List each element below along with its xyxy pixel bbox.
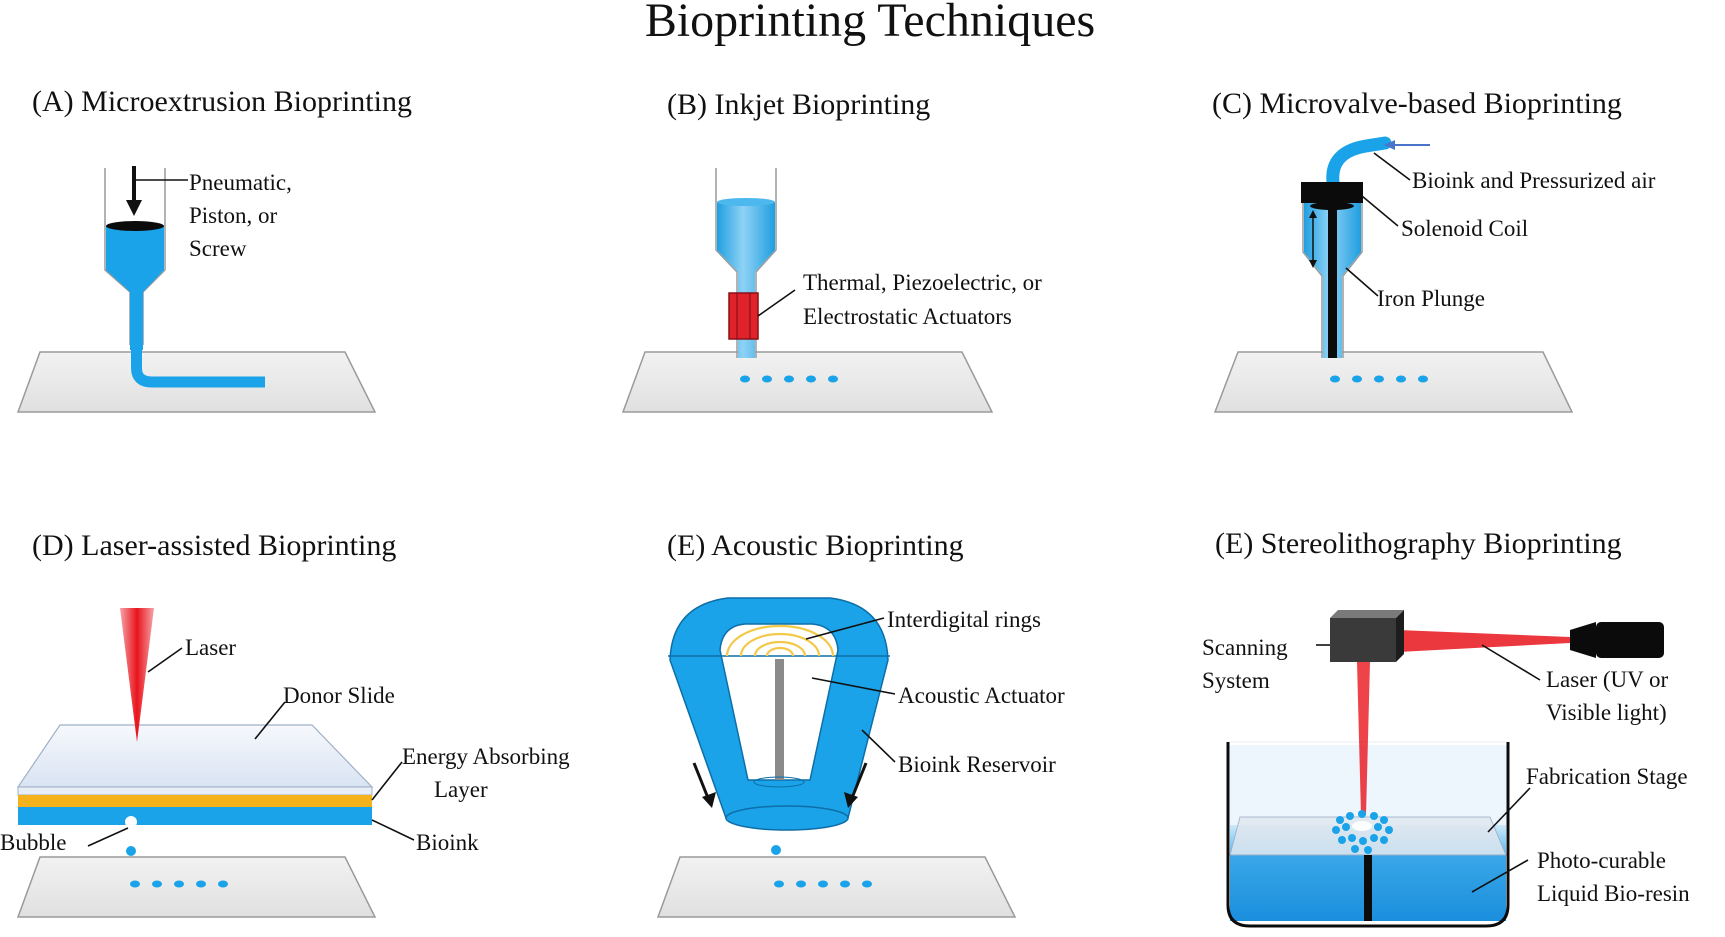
- label-absorbing-2: Layer: [434, 777, 488, 802]
- panel-c-microvalve: Bioink and Pressurized air Solenoid Coil…: [1213, 136, 1656, 413]
- bubble: [125, 816, 137, 828]
- reservoir-leader: [861, 729, 896, 763]
- piston-head: [106, 221, 164, 231]
- extruded-filament: [131, 345, 265, 388]
- laser-beam: [120, 608, 154, 742]
- energy-absorbing-layer: [18, 795, 372, 807]
- stage-shaft: [1364, 855, 1372, 921]
- panel-f-title: (E) Stereolithography Bioprinting: [1215, 527, 1622, 560]
- printed-droplets: [130, 880, 228, 888]
- label-resin-2: Liquid Bio-resin: [1537, 881, 1690, 906]
- printed-droplets: [1330, 375, 1428, 383]
- label-stage: Fabrication Stage: [1526, 764, 1688, 789]
- absorbing-leader: [371, 761, 403, 801]
- label-actuator: Acoustic Actuator: [898, 683, 1065, 708]
- label-reservoir: Bioink Reservoir: [898, 752, 1056, 777]
- feed-leader: [1373, 152, 1411, 181]
- panel-b-inkjet: Thermal, Piezoelectric, or Electrostatic…: [621, 168, 1042, 413]
- label-resin-1: Photo-curable: [1537, 848, 1666, 873]
- fabrication-stage: [1229, 816, 1507, 856]
- bioink-reservoir: [106, 226, 164, 350]
- pressure-arrow-head: [126, 200, 142, 216]
- panel-d-laser-assisted: Laser Donor Slide Energy Absorbing Layer…: [0, 608, 570, 918]
- panel-a-title: (A) Microextrusion Bioprinting: [32, 85, 412, 118]
- label-mechanism-1: Pneumatic,: [189, 170, 292, 195]
- resin-leader: [1471, 859, 1529, 893]
- ejected-droplet: [771, 845, 781, 855]
- ejected-droplet: [126, 846, 136, 856]
- laser-beam-horizontal: [1398, 630, 1570, 652]
- label-feed: Bioink and Pressurized air: [1412, 168, 1656, 193]
- print-slide: [621, 351, 994, 413]
- label-actuator-1: Thermal, Piezoelectric, or: [803, 270, 1042, 295]
- label-absorbing-1: Energy Absorbing: [402, 744, 570, 769]
- label-rings: Interdigital rings: [887, 607, 1041, 632]
- label-mechanism-3: Screw: [189, 236, 247, 261]
- panel-e-acoustic: Interdigital rings Acoustic Actuator Bio…: [656, 597, 1065, 918]
- plunger-leader: [1345, 267, 1379, 297]
- interdigital-rings: [725, 624, 835, 657]
- cured-bioink-cluster: [1332, 810, 1393, 854]
- bioink-reservoir: [717, 202, 775, 358]
- donor-leader: [254, 701, 286, 740]
- bioink-leader: [371, 819, 415, 841]
- actuator-leader: [757, 289, 796, 317]
- label-donor: Donor Slide: [283, 683, 395, 708]
- scanning-system: [1330, 618, 1396, 662]
- label-actuator-2: Electrostatic Actuators: [803, 304, 1012, 329]
- actuator-block: [728, 292, 759, 340]
- iron-plunger: [1328, 206, 1337, 358]
- feed-tube: [1326, 136, 1392, 189]
- printed-droplets: [740, 375, 838, 383]
- printed-droplets: [774, 880, 872, 888]
- stage-leader: [1487, 787, 1531, 833]
- flow-arrow-right: [850, 762, 868, 799]
- panel-f-stereolithography: Scanning System Laser (UV or Visible lig…: [1202, 610, 1690, 928]
- panel-e-title: (E) Acoustic Bioprinting: [667, 529, 964, 562]
- bioink-surface: [717, 198, 775, 206]
- main-title: Bioprinting Techniques: [645, 0, 1095, 47]
- resin-vat: [1226, 742, 1510, 928]
- label-mechanism-2: Piston, or: [189, 203, 278, 228]
- acoustic-actuator: [775, 659, 784, 780]
- laser-leader: [1481, 644, 1541, 681]
- donor-slide: [16, 724, 374, 788]
- panel-c-title: (C) Microvalve-based Bioprinting: [1212, 87, 1622, 120]
- print-slide: [656, 856, 1017, 918]
- print-slide: [1213, 351, 1574, 413]
- panel-a-microextrusion: Pneumatic, Piston, or Screw: [16, 166, 377, 413]
- label-scan-2: System: [1202, 668, 1270, 693]
- laser-source: [1596, 622, 1664, 658]
- solenoid-coil: [1301, 182, 1363, 203]
- label-bubble: Bubble: [0, 830, 66, 855]
- panel-d-title: (D) Laser-assisted Bioprinting: [32, 529, 396, 562]
- bubble-leader: [87, 827, 129, 847]
- rings-leader: [805, 617, 885, 640]
- panel-b-title: (B) Inkjet Bioprinting: [667, 88, 930, 121]
- laser-beam-vertical: [1357, 662, 1370, 815]
- flow-arrow-left: [692, 762, 710, 799]
- actuator-leader: [811, 677, 896, 695]
- label-laser: Laser: [185, 635, 236, 660]
- print-slide: [16, 856, 377, 918]
- label-laser-1: Laser (UV or: [1546, 667, 1669, 692]
- label-coil: Solenoid Coil: [1401, 216, 1528, 241]
- label-plunger: Iron Plunge: [1377, 286, 1485, 311]
- label-scan-1: Scanning: [1202, 635, 1288, 660]
- label-laser-2: Visible light): [1546, 700, 1667, 725]
- laser-leader: [147, 647, 183, 673]
- label-bioink: Bioink: [416, 830, 479, 855]
- coil-leader: [1361, 195, 1399, 227]
- bioink-layer: [18, 807, 372, 825]
